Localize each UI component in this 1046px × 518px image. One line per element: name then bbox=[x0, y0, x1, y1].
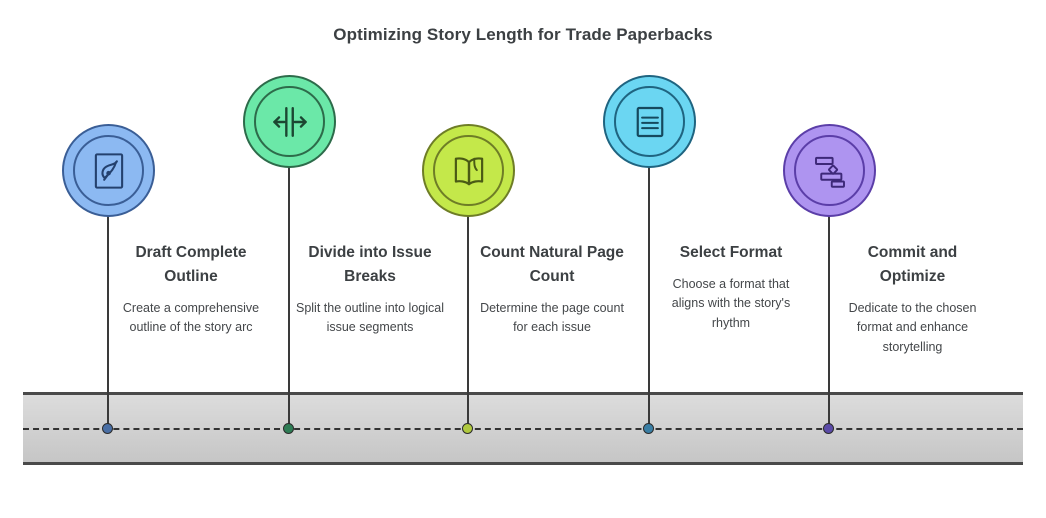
connector-line-step-4 bbox=[648, 166, 650, 429]
bubble-inner-ring-2 bbox=[254, 86, 325, 157]
page-lines-icon bbox=[636, 106, 663, 137]
step-title-4: Select Format bbox=[679, 244, 783, 261]
step-description-3: Determine the page count for each issue bbox=[480, 301, 624, 335]
bubble-inner-ring-3 bbox=[433, 135, 504, 206]
connector-line-step-1 bbox=[107, 215, 109, 429]
bubble-inner-ring-1 bbox=[73, 135, 144, 206]
road-marker-dot-1 bbox=[102, 423, 113, 434]
connector-line-step-5 bbox=[828, 215, 830, 429]
page-title: Optimizing Story Length for Trade Paperb… bbox=[333, 25, 713, 44]
step-text-block-3: Count Natural Page Count Determine the p… bbox=[474, 241, 630, 338]
step-bubble-5[interactable] bbox=[783, 124, 876, 217]
document-pen-icon bbox=[94, 152, 123, 189]
step-title-5: Commit and Optimize bbox=[867, 244, 958, 286]
connector-line-step-3 bbox=[467, 215, 469, 429]
step-description-2: Split the outline into logical issue seg… bbox=[295, 301, 444, 335]
step-title-2: Divide into Issue Breaks bbox=[308, 244, 432, 286]
step-title-1: Draft Complete Outline bbox=[135, 244, 247, 286]
step-bubble-4[interactable] bbox=[603, 75, 696, 168]
step-description-4: Choose a format that aligns with the sto… bbox=[671, 277, 791, 330]
step-text-block-5: Commit and Optimize Dedicate to the chos… bbox=[835, 241, 990, 357]
open-book-icon bbox=[454, 156, 483, 185]
step-title-3: Count Natural Page Count bbox=[480, 244, 624, 286]
bubble-inner-ring-5 bbox=[794, 135, 865, 206]
step-text-block-4: Select Format Choose a format that align… bbox=[655, 241, 807, 333]
step-description-5: Dedicate to the chosen format and enhanc… bbox=[848, 301, 977, 354]
flowchart-optimize-icon bbox=[814, 156, 845, 188]
step-text-block-2: Divide into Issue Breaks Split the outli… bbox=[295, 241, 445, 338]
connector-line-step-2 bbox=[288, 166, 290, 429]
road-marker-dot-2 bbox=[283, 423, 294, 434]
road-marker-dot-5 bbox=[823, 423, 834, 434]
road-marker-dot-3 bbox=[462, 423, 473, 434]
road-marker-dot-4 bbox=[643, 423, 654, 434]
split-arrows-icon bbox=[272, 106, 307, 137]
step-bubble-3[interactable] bbox=[422, 124, 515, 217]
step-bubble-2[interactable] bbox=[243, 75, 336, 168]
bubble-inner-ring-4 bbox=[614, 86, 685, 157]
step-description-1: Create a comprehensive outline of the st… bbox=[122, 301, 260, 335]
step-bubble-1[interactable] bbox=[62, 124, 155, 217]
timeline-dashed-centerline bbox=[23, 428, 1023, 430]
step-text-block-1: Draft Complete Outline Create a comprehe… bbox=[113, 241, 269, 338]
